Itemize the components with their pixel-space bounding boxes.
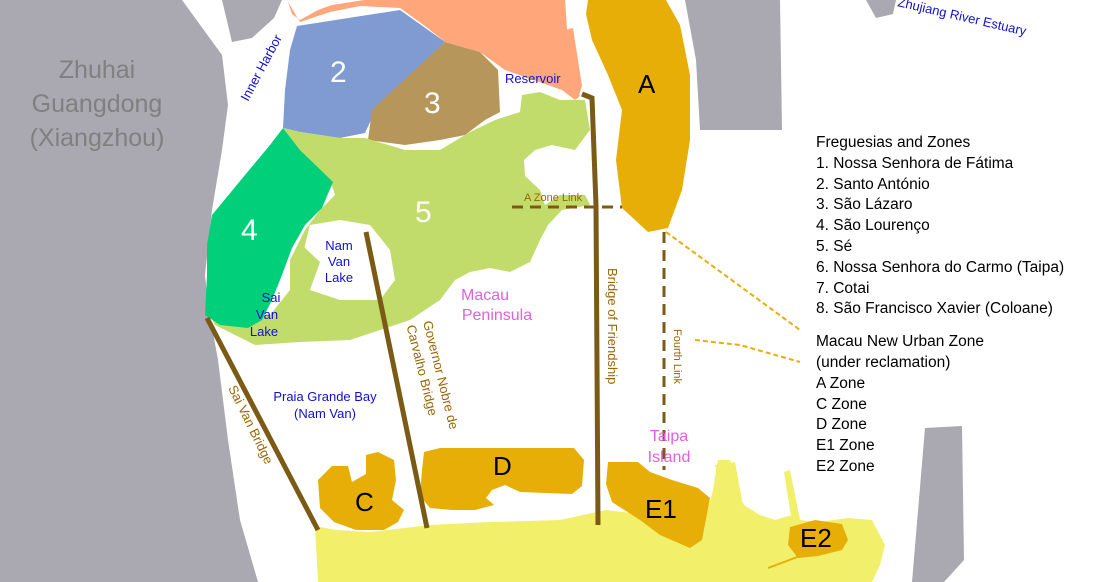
legend: Freguesias and Zones 1. Nossa Senhora de… (816, 133, 1106, 478)
parish-list: 1. Nossa Senhora de Fátima 2. Santo Antó… (816, 154, 1106, 320)
macau-peninsula-label: Macau Peninsula (461, 287, 532, 324)
dashed-zone-boundary-2 (694, 339, 801, 363)
nam-van-lake-line-1: Nam (325, 238, 352, 253)
praia-grande-line-2: (Nam Van) (294, 406, 356, 421)
sai-van-lake-line-2: Van (256, 307, 278, 322)
sai-van-lake-line-1: Sai (262, 290, 281, 305)
sai-van-lake-line-3: Lake (250, 324, 278, 339)
zone-1-pier (565, 28, 582, 98)
mainland-bottom-left (158, 470, 250, 582)
zhuhai-line-1: Zhuhai (59, 56, 135, 84)
praia-grande-label: Praia Grande Bay (Nam Van) (273, 389, 377, 421)
estuary-label: Zhujiang River Estuary (896, 0, 1028, 39)
island-upper-right (685, 0, 782, 130)
governor-bridge-line (363, 231, 430, 529)
a-zone-link-label: A Zone Link (524, 192, 583, 204)
zone-4-area (205, 128, 333, 328)
zone-2-label: 2 (330, 56, 347, 89)
friendship-bridge-line (581, 91, 601, 526)
legend-item: 4. São Lourenço (816, 217, 930, 235)
e2-pier (767, 555, 801, 569)
taipa-island-label: Taipa Island (648, 428, 691, 466)
legend-zone-item: E2 Zone (816, 457, 875, 475)
nam-van-lake-label: Nam Van Lake (325, 238, 353, 285)
legend-item: 8. São Francisco Xavier (Coloane) (816, 300, 1053, 318)
zone-5-hook (290, 246, 320, 290)
praia-grande-line-1: Praia Grande Bay (273, 389, 377, 404)
legend-item: 7. Cotai (816, 279, 870, 297)
zone-3-area (368, 42, 500, 145)
taipa-islet (596, 538, 602, 560)
zone-c-label: C (355, 487, 374, 517)
legend-item: 2. Santo António (816, 175, 930, 193)
new-zone-title-2: (under reclamation) (816, 353, 951, 371)
legend-item: 1. Nossa Senhora de Fátima (816, 154, 1014, 172)
zone-a-area (586, 0, 690, 232)
governor-bridge-label: Governor Nobre de Carvalho Bridge (404, 319, 462, 431)
zone-1-area (288, 0, 580, 100)
taipa-spur (784, 470, 800, 522)
zone-3-label: 3 (424, 87, 441, 120)
zhuhai-line-3: (Xiangzhou) (30, 124, 165, 152)
zone-5-label: 5 (415, 196, 432, 229)
zone-e1-area (606, 462, 710, 548)
taipa-strip (715, 462, 742, 505)
zone-4-label: 4 (241, 214, 258, 247)
sai-van-bridge-line (204, 316, 321, 532)
zhuhai-line-2: Guangdong (32, 90, 163, 118)
legend-zone-item: C Zone (816, 395, 867, 413)
legend-zone-item: E1 Zone (816, 437, 875, 455)
dashed-zone-boundary-1 (665, 231, 801, 331)
macau-peninsula-line-1: Macau (461, 287, 509, 304)
mainland-top-strip (222, 0, 282, 42)
nam-van-lake-line-3: Lake (325, 270, 353, 285)
nam-van-lake-line-2: Van (328, 254, 350, 269)
island-upper-far (866, 0, 896, 18)
zone-d-label: D (493, 451, 512, 481)
legend-item: 6. Nossa Senhora do Carmo (Taipa) (816, 258, 1065, 276)
zhuhai-mainland (0, 0, 258, 582)
legend-spacer (816, 320, 1106, 332)
fourth-link-label: Fourth Link (671, 329, 683, 385)
taipa-island-line-1: Taipa (650, 428, 688, 445)
zone-a-label: A (638, 69, 656, 99)
island-right (912, 426, 964, 582)
zone-d-area (420, 448, 584, 510)
legend-zone-item: D Zone (816, 416, 867, 434)
sai-van-bridge-label: Sai Van Bridge (225, 383, 276, 467)
legend-zone-item: A Zone (816, 374, 866, 392)
legend-item: 5. Sé (816, 237, 853, 255)
new-zone-title-1: Macau New Urban Zone (816, 333, 984, 351)
zone-e2-label: E2 (800, 523, 832, 553)
macau-peninsula-line-2: Peninsula (462, 307, 532, 324)
zone-5-inlet (300, 220, 395, 300)
taipa-island-line-2: Island (648, 449, 691, 466)
bridge-of-friendship-label: Bridge of Friendship (605, 268, 620, 384)
zone-e2-area (788, 520, 848, 558)
reservoir-label: Reservoir (505, 71, 561, 86)
zhuhai-label: Zhuhai Guangdong (Xiangzhou) (30, 56, 165, 152)
new-zone-list: A Zone C Zone D Zone E1 Zone E2 Zone (816, 374, 1106, 478)
legend-item: 3. São Lázaro (816, 196, 913, 214)
inner-harbor-label: Inner Harbor (237, 31, 285, 103)
zone-e1-label: E1 (645, 494, 677, 524)
legend-title: Freguesias and Zones (816, 134, 971, 151)
zone-c-area (318, 452, 404, 530)
zone-2-area (283, 10, 445, 138)
sai-van-lake-label: Sai Van Lake (250, 290, 281, 339)
